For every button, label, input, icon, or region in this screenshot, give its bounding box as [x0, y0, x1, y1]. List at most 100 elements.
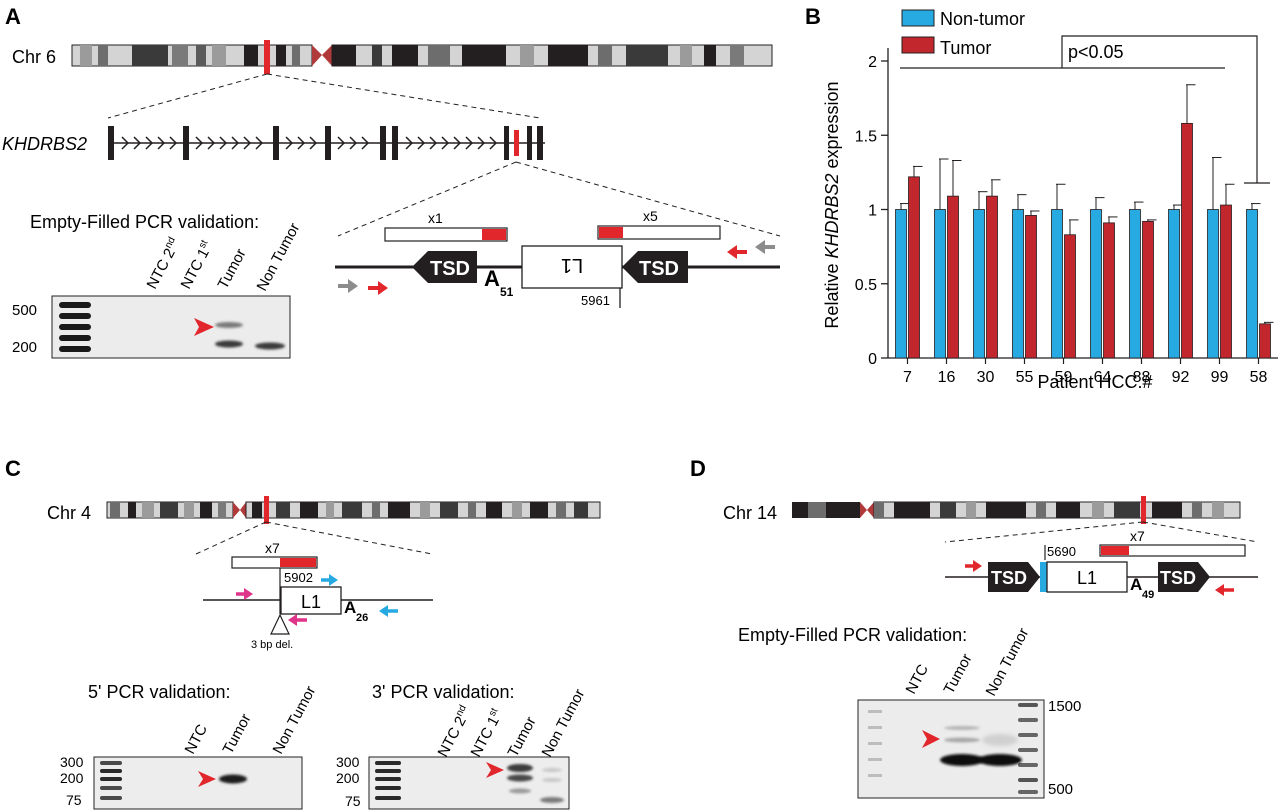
panel-c: C Chr 4	[5, 456, 601, 810]
lane-c5-tumor: Tumor	[220, 711, 255, 757]
x-tick-label: 59	[1055, 369, 1073, 386]
deletion-label: 3 bp del.	[251, 639, 293, 651]
legend-tumor-swatch	[901, 36, 935, 54]
lane-d-nontumor: Non Tumor	[983, 625, 1033, 698]
ladder-c3-300: 300	[336, 754, 360, 770]
bars	[895, 84, 1274, 359]
ladder-d-500: 500	[1048, 781, 1073, 798]
chr14-ideogram	[792, 496, 1241, 524]
polya-a49: A	[1130, 575, 1142, 594]
p-value-label: p<0.05	[1068, 42, 1124, 62]
bar-tumor-88	[1142, 220, 1154, 359]
bar-nontumor-92	[1168, 209, 1180, 359]
chr4-ideogram	[106, 496, 601, 524]
polya-a49-sub: 49	[1142, 589, 1154, 601]
y-tick-label: 2	[868, 54, 877, 71]
bar-tumor-16	[947, 195, 959, 359]
pcr-title-d: Empty-Filled PCR validation:	[738, 625, 967, 645]
insertion-schematic-a: x1 x5 TSD A 51 L1 5961 TSD	[335, 208, 780, 308]
chr4-label: Chr 4	[47, 503, 91, 523]
copy-x5-label: x5	[643, 208, 658, 224]
significance-bracket	[900, 35, 1270, 184]
ladder-c5-200: 200	[60, 770, 84, 786]
tsd-d-right: TSD	[1160, 568, 1196, 588]
panel-a: A Chr 6	[2, 4, 781, 359]
x-tick-label: 30	[977, 369, 995, 386]
y-tick-label: 1	[868, 203, 877, 220]
tsd-d-left: TSD	[991, 568, 1027, 588]
pcr-title-a: Empty-Filled PCR validation:	[30, 212, 259, 232]
band-arrow-c5	[198, 771, 216, 787]
x-tick-label: 58	[1250, 369, 1268, 386]
bar-nontumor-59	[1051, 209, 1063, 359]
copy-x1-label: x1	[428, 210, 443, 226]
band-arrow-c3	[486, 762, 504, 778]
bar-tumor-55	[1025, 215, 1037, 359]
x-tick-label: 55	[1016, 369, 1034, 386]
bar-nontumor-64	[1090, 209, 1102, 359]
deletion-triangle	[270, 613, 290, 635]
insertion-schematic-c: x7 5902 L1 A 26 3 bp del.	[203, 540, 433, 651]
panel-a-letter: A	[5, 4, 21, 29]
bar-nontumor-55	[1012, 209, 1024, 359]
bar-tumor-99	[1220, 204, 1232, 359]
bar-tumor-64	[1103, 222, 1115, 359]
band-arrow-a	[194, 318, 214, 336]
ladder-c3-200: 200	[336, 770, 360, 786]
lane-c3-tumor: Tumor	[505, 714, 540, 760]
y-ticks: 00.511.52	[855, 54, 888, 368]
panel-d: D Chr 14 x7	[690, 456, 1259, 799]
gel-c3	[368, 756, 570, 810]
tsd-right: TSD	[639, 258, 679, 280]
bar-tumor-30	[986, 195, 998, 359]
pcr5-title: 5' PCR validation:	[88, 682, 231, 702]
ladder-c5-300: 300	[60, 754, 84, 770]
legend-nontumor-label: Non-tumor	[940, 9, 1025, 29]
polya-a26: A	[344, 598, 356, 617]
panel-c-letter: C	[5, 456, 21, 481]
x-tick-label: 99	[1211, 369, 1229, 386]
bar-nontumor-58	[1246, 209, 1258, 359]
ladder-c5-75: 75	[66, 792, 82, 808]
pcr3-title: 3' PCR validation:	[372, 682, 515, 702]
copy-x7-c: x7	[265, 540, 280, 556]
polya-a51-sub: 51	[500, 285, 514, 299]
band-arrow-d	[922, 730, 940, 748]
ladder-a-200: 200	[12, 339, 37, 356]
y-tick-label: 0.5	[855, 277, 877, 294]
l1-label-d: L1	[1077, 568, 1097, 588]
lane-c5-ntc: NTC	[182, 722, 212, 757]
bar-nontumor-99	[1207, 209, 1219, 359]
y-tick-label: 1.5	[855, 128, 877, 145]
position-5902: 5902	[284, 570, 313, 585]
position-5690: 5690	[1047, 544, 1076, 559]
polya-a51: A	[484, 266, 500, 291]
gene-label: KHDRBS2	[2, 134, 87, 154]
lane-a-tumor: Tumor	[215, 246, 250, 292]
ladder-a-500: 500	[12, 302, 37, 319]
gene-structure	[108, 126, 545, 160]
chr14-label: Chr 14	[723, 503, 777, 523]
l1-label-c: L1	[301, 592, 321, 612]
lane-c5-nontumor: Non Tumor	[270, 683, 320, 756]
gel-d	[857, 699, 1045, 799]
tsd-left: TSD	[430, 258, 470, 280]
bar-tumor-58	[1259, 323, 1271, 359]
bar-tumor-59	[1064, 234, 1076, 359]
lane-a-nontumor: Non Tumor	[254, 220, 304, 293]
lane-a-ntc1: NTC 1st	[177, 238, 217, 292]
lane-c3-nontumor: Non Tumor	[539, 686, 589, 759]
lane-d-ntc: NTC	[903, 662, 933, 697]
x-axis-label: Patient HCC.#	[1037, 372, 1152, 392]
bar-tumor-92	[1181, 122, 1193, 359]
lane-c3-ntc1: NTC 1st	[467, 706, 507, 760]
polya-a26-sub: 26	[356, 612, 368, 624]
bar-nontumor-88	[1129, 209, 1141, 359]
x-tick-label: 7	[903, 369, 912, 386]
bar-nontumor-16	[934, 209, 946, 359]
x-tick-label: 92	[1172, 369, 1190, 386]
bar-nontumor-30	[973, 209, 985, 359]
panel-d-letter: D	[690, 456, 706, 481]
lane-d-tumor: Tumor	[941, 651, 976, 697]
